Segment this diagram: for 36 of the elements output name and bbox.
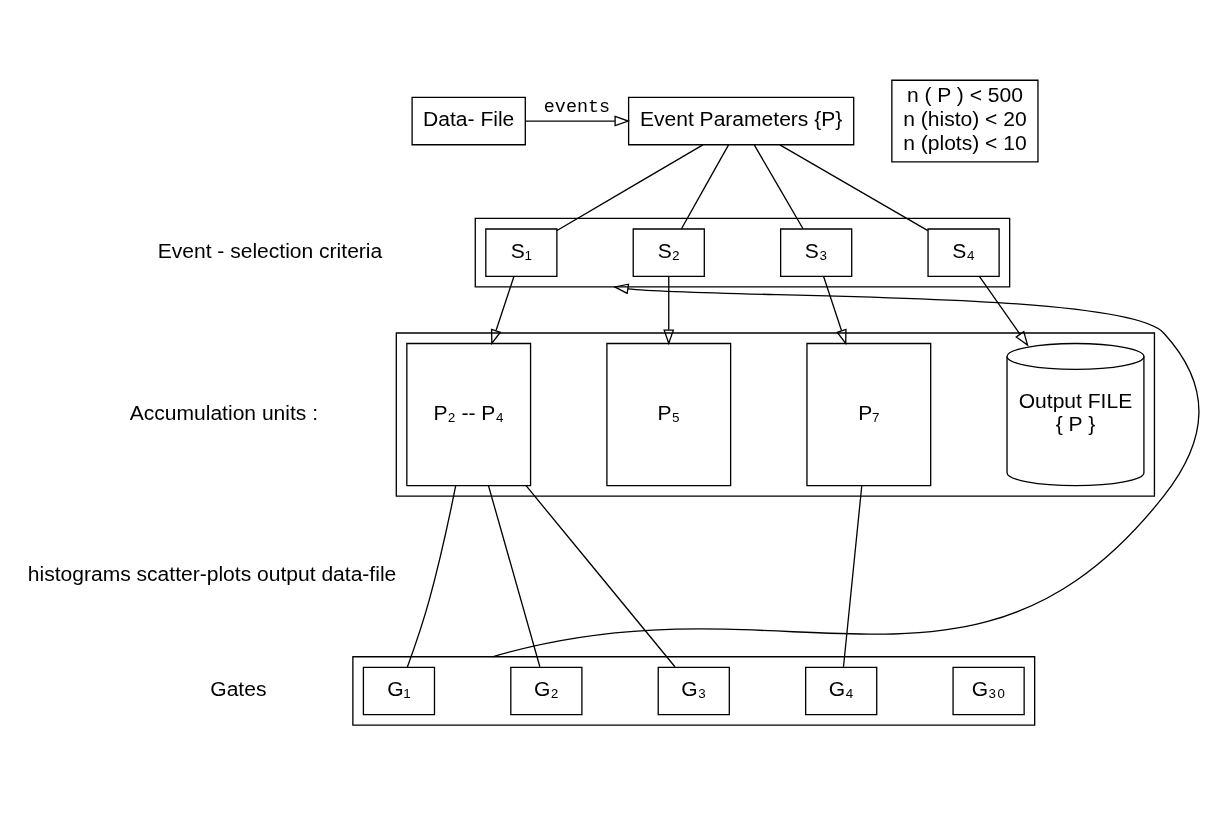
cluster [474, 217, 1011, 288]
connector [680, 144, 730, 230]
node-box: G₂ [510, 666, 583, 716]
node-box: P₅ [606, 342, 732, 487]
connector [406, 485, 457, 668]
node-box: G₁ [362, 666, 436, 716]
node-box: P₂ -- P₄ [406, 342, 532, 487]
node-box: S₂ [632, 228, 705, 278]
edge-label: events [543, 97, 611, 119]
connector [487, 485, 541, 668]
cluster [352, 656, 1036, 726]
node-box: P₇ [806, 342, 932, 487]
arrow [663, 275, 675, 346]
node-box: S₄ [927, 228, 1000, 278]
arrow [524, 115, 631, 127]
node-box: G₄ [805, 666, 878, 716]
connector [753, 144, 804, 230]
node-box: n ( P ) < 500 n (histo) < 20 n (plots) < 10 [891, 79, 1039, 163]
node-box: S₁ [485, 228, 558, 278]
connector [525, 485, 676, 668]
connector [556, 144, 704, 232]
node-box: G₃₀ [952, 666, 1025, 716]
label: Gates [210, 676, 267, 700]
arrow [822, 275, 847, 346]
arrow [978, 275, 1029, 347]
node-box: Event Parameters {P} [627, 96, 855, 146]
arrow [491, 283, 1200, 658]
connector [842, 485, 863, 668]
node-box: S₃ [780, 228, 853, 278]
label: Event - selection criteria [157, 238, 383, 262]
arrow [490, 275, 515, 346]
node-box: G₃ [657, 666, 730, 716]
connector [779, 144, 929, 232]
label: Accumulation units : [129, 400, 319, 424]
label: histograms scatter-plots output data-file [27, 562, 397, 586]
node-box: Data- File [411, 96, 526, 146]
